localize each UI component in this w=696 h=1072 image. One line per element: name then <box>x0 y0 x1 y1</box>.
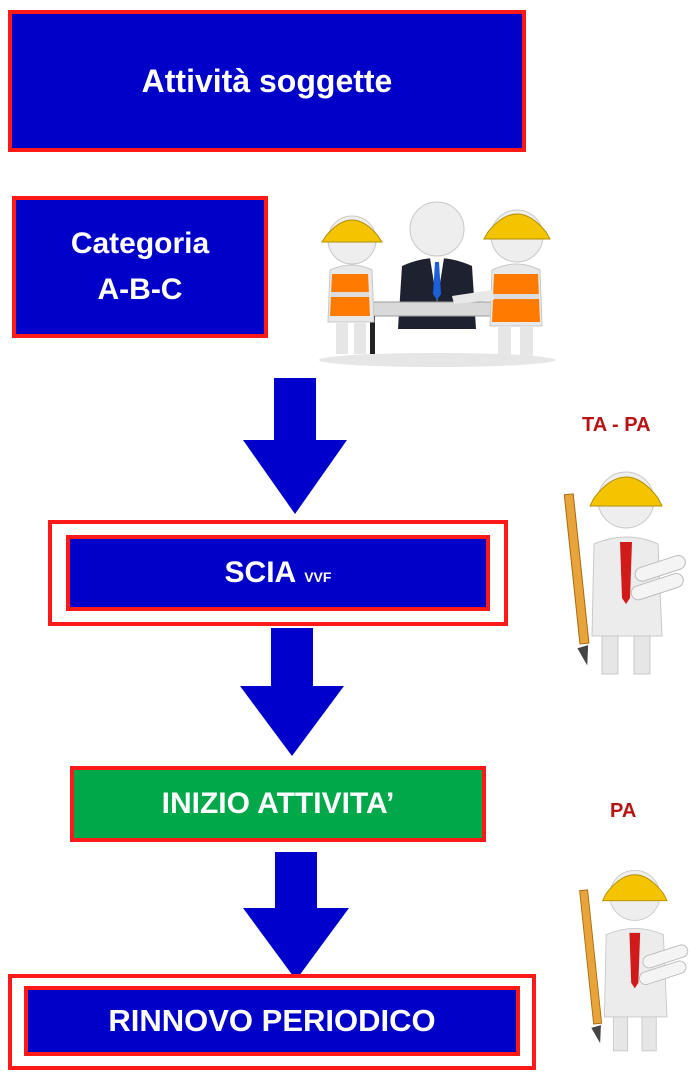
side-label-pa: PA <box>610 800 637 822</box>
arrow-down-icon <box>240 628 344 756</box>
renewal-box: RINNOVO PERIODICO <box>24 986 520 1056</box>
scia-box: SCIA VVF <box>66 535 490 611</box>
start-activity-box: INIZIO ATTIVITA’ <box>70 766 486 842</box>
title-label: Attività soggette <box>141 62 393 99</box>
category-label-line1: Categoria <box>70 226 210 260</box>
engineer-with-pencil-icon <box>579 869 689 1052</box>
category-box: Categoria A-B-C <box>12 196 268 338</box>
category-label-line2: A-B-C <box>97 273 183 306</box>
arrow-down-icon <box>243 852 349 980</box>
team-meeting-icon <box>319 201 555 367</box>
scia-suffix: VVF <box>304 569 332 585</box>
side-label-ta-pa: TA - PA <box>582 414 651 436</box>
title-box: Attività soggette <box>8 10 526 152</box>
renewal-label: RINNOVO PERIODICO <box>108 1003 436 1038</box>
arrow-down-icon <box>243 378 347 514</box>
start-activity-label: INIZIO ATTIVITA’ <box>161 787 395 820</box>
scia-label: SCIA <box>224 556 297 589</box>
engineer-with-pencil-icon <box>563 471 686 675</box>
